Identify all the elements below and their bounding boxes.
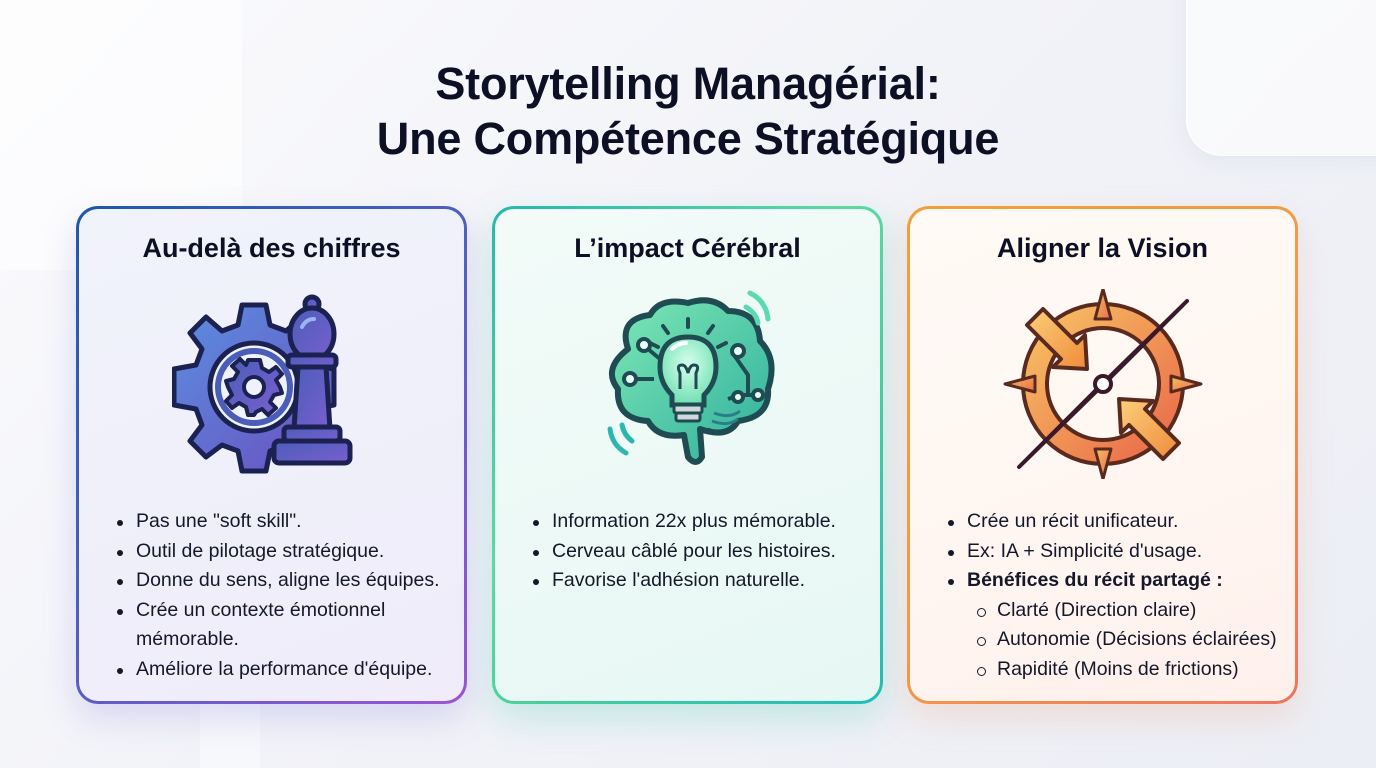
bullet-item: Donne du sens, aligne les équipes. (115, 566, 450, 596)
brain-lightbulb-icon (588, 289, 788, 479)
card-title: Au-delà des chiffres (142, 233, 401, 263)
title-line-1: Storytelling Managérial: (435, 58, 941, 109)
bullet-list: Crée un récit unificateur. Ex: IA + Simp… (946, 507, 1281, 684)
background-panel (1186, 0, 1376, 156)
sub-bullet-item: Rapidité (Moins de frictions) (946, 655, 1281, 685)
bullet-item: Pas une "soft skill". (115, 507, 450, 537)
bullet-item: Information 22x plus mémorable. (531, 507, 866, 537)
card-title: Aligner la Vision (996, 233, 1209, 263)
bullet-list: Information 22x plus mémorable. Cerveau … (531, 507, 866, 596)
sub-bullet-item: Clarté (Direction claire) (946, 596, 1281, 626)
bullet-item: Cerveau câblé pour les histoires. (531, 537, 866, 567)
bullet-item-heading: Bénéfices du récit partagé : (946, 566, 1281, 596)
bullet-list: Pas une "soft skill". Outil de pilotage … (115, 507, 450, 684)
card-brain-impact: L’impact Cérébral (492, 206, 883, 704)
bullet-item: Crée un récit unificateur. (946, 507, 1281, 537)
title-line-2: Une Compétence Stratégique (376, 113, 1000, 164)
background-panel (200, 700, 260, 768)
card-align-vision: Aligner la Vision (907, 206, 1298, 704)
card-beyond-numbers: Au-delà des chiffres (76, 206, 467, 704)
gear-chess-bishop-icon (171, 289, 372, 479)
bullet-item: Outil de pilotage stratégique. (115, 537, 450, 567)
bullet-item: Crée un contexte émotionnel mémorable. (115, 596, 450, 655)
card-title: L’impact Cérébral (574, 233, 801, 263)
sub-bullet-item: Autonomie (Décisions éclairées) (946, 625, 1281, 655)
bullet-item: Améliore la performance d'équipe. (115, 655, 450, 685)
compass-arrows-icon (1003, 287, 1203, 481)
page-title: Storytelling Managérial: Une Compétence … (0, 56, 1376, 166)
bullet-item: Ex: IA + Simplicité d'usage. (946, 537, 1281, 567)
bullet-item: Favorise l'adhésion naturelle. (531, 566, 866, 596)
